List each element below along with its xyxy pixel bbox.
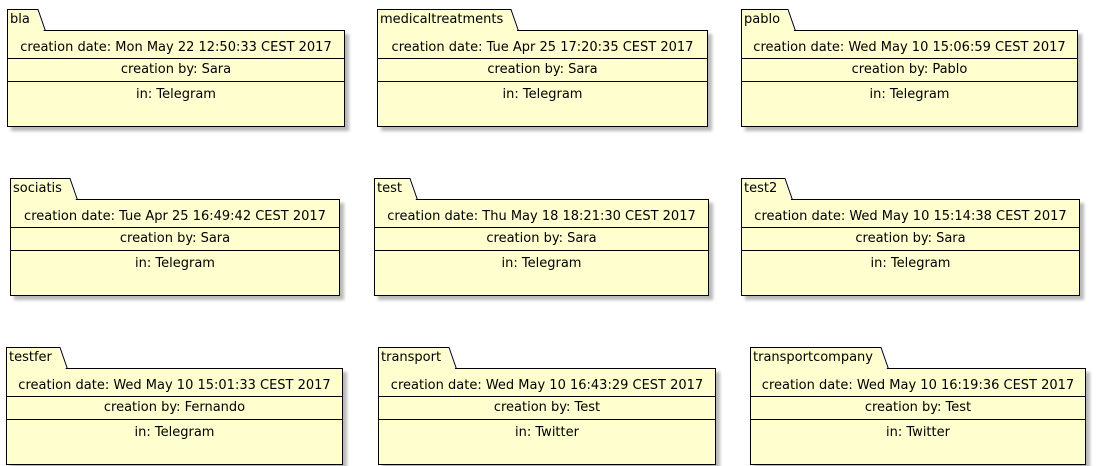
separator <box>8 58 344 59</box>
creation-date: creation date: Tue Apr 25 16:49:42 CEST … <box>24 209 326 224</box>
creation-by: creation by: Sara <box>855 231 966 246</box>
creation-date: creation date: Wed May 10 16:19:36 CEST … <box>761 378 1075 393</box>
separator <box>375 250 708 251</box>
package-name-tab: test <box>374 178 416 200</box>
creation-by: creation by: Test <box>864 400 972 415</box>
package-name-tab: medicaltreatments <box>377 9 517 31</box>
platform: in: Twitter <box>515 425 579 440</box>
creation-date: creation date: Wed May 10 15:01:33 CEST … <box>18 378 331 393</box>
creation-date: creation date: Tue Apr 25 17:20:35 CEST … <box>391 40 694 55</box>
package-name-tab: pablo <box>741 9 794 31</box>
separator <box>11 250 339 251</box>
package-name-tab: sociatis <box>10 178 76 200</box>
creation-by: creation by: Sara <box>486 231 597 246</box>
separator <box>742 58 1077 59</box>
platform: in: Telegram <box>136 87 216 102</box>
package-body: creation date: Mon May 22 12:50:33 CEST … <box>7 30 345 127</box>
separator <box>375 227 708 228</box>
separator <box>751 396 1085 397</box>
platform: in: Telegram <box>869 87 950 102</box>
separator <box>11 227 339 228</box>
package-body: creation date: Tue Apr 25 17:20:35 CEST … <box>377 30 708 127</box>
package-name-tab: transport <box>378 347 455 369</box>
package-body: creation date: Wed May 10 16:19:36 CEST … <box>750 368 1086 465</box>
platform: in: Telegram <box>135 256 215 271</box>
package-name-tab: bla <box>7 9 44 31</box>
creation-by: creation by: Test <box>493 400 601 415</box>
package-name-tab: transportcompany <box>750 347 887 369</box>
creation-by: creation by: Pablo <box>851 62 968 77</box>
creation-date: creation date: Thu May 18 18:21:30 CEST … <box>387 209 696 224</box>
separator <box>378 81 707 82</box>
package-body: creation date: Wed May 10 16:43:29 CEST … <box>378 368 716 465</box>
creation-date: creation date: Mon May 22 12:50:33 CEST … <box>20 40 332 55</box>
package-body: creation date: Tue Apr 25 16:49:42 CEST … <box>10 199 340 296</box>
package-name-tab: testfer <box>6 347 66 369</box>
separator <box>742 250 1079 251</box>
platform: in: Telegram <box>502 87 583 102</box>
platform: in: Twitter <box>886 425 950 440</box>
package-body: creation date: Thu May 18 18:21:30 CEST … <box>374 199 709 296</box>
creation-date: creation date: Wed May 10 15:14:38 CEST … <box>754 209 1067 224</box>
package-body: creation date: Wed May 10 15:14:38 CEST … <box>741 199 1080 296</box>
separator <box>742 227 1079 228</box>
package-name-tab: test2 <box>741 178 791 200</box>
separator <box>7 419 342 420</box>
creation-by: creation by: Sara <box>120 62 232 77</box>
platform: in: Telegram <box>870 256 951 271</box>
separator <box>751 419 1085 420</box>
creation-date: creation date: Wed May 10 15:06:59 CEST … <box>753 40 1066 55</box>
separator <box>379 396 715 397</box>
creation-by: creation by: Fernando <box>103 400 246 415</box>
package-body: creation date: Wed May 10 15:06:59 CEST … <box>741 30 1078 127</box>
creation-by: creation by: Sara <box>487 62 598 77</box>
platform: in: Telegram <box>501 256 582 271</box>
separator <box>7 396 342 397</box>
separator <box>8 81 344 82</box>
package-body: creation date: Wed May 10 15:01:33 CEST … <box>6 368 343 465</box>
separator <box>742 81 1077 82</box>
separator <box>379 419 715 420</box>
platform: in: Telegram <box>134 425 215 440</box>
separator <box>378 58 707 59</box>
creation-by: creation by: Sara <box>119 231 231 246</box>
creation-date: creation date: Wed May 10 16:43:29 CEST … <box>390 378 704 393</box>
